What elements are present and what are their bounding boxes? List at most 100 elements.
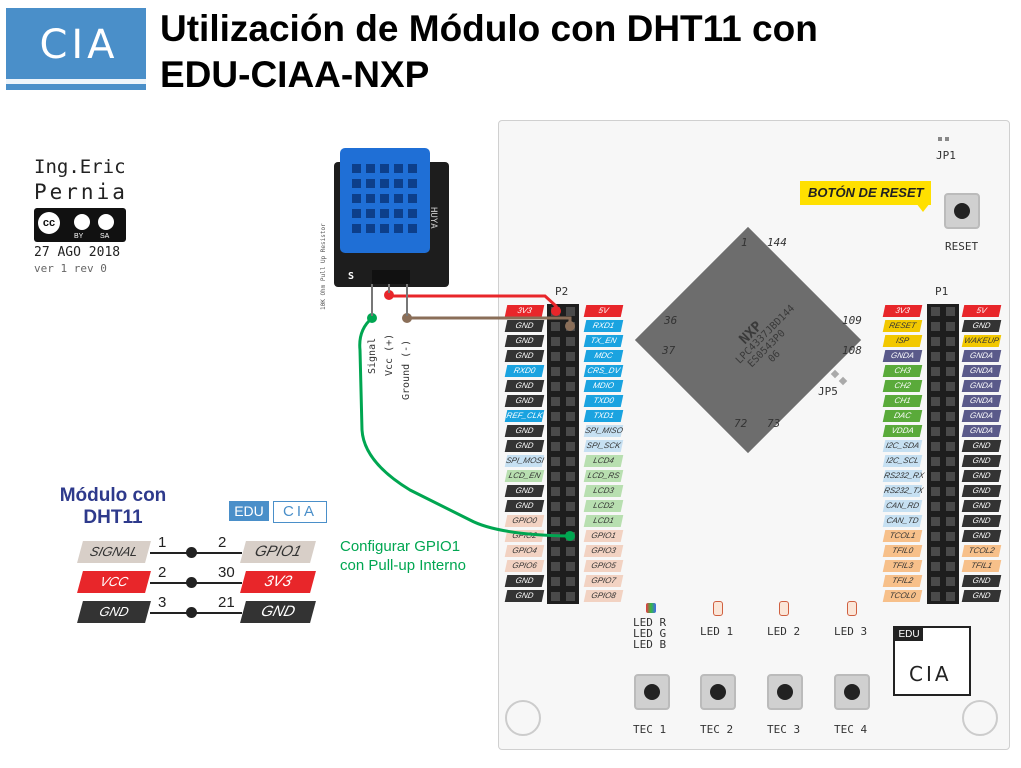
header-hole xyxy=(551,592,560,601)
header-hole xyxy=(946,547,955,556)
vent-slot xyxy=(408,164,417,173)
vent-slot xyxy=(366,164,375,173)
chip-pin-73: 73 xyxy=(767,417,781,430)
header-hole xyxy=(946,472,955,481)
header-hole xyxy=(946,577,955,586)
sensor-s-label: S xyxy=(348,271,355,282)
led-2-label: LED 2 xyxy=(767,625,801,638)
jp1-header xyxy=(938,137,950,143)
tec-2-button[interactable] xyxy=(700,674,736,710)
reset-button[interactable] xyxy=(944,193,980,229)
vent-slot xyxy=(408,179,417,188)
legend-junction-dot xyxy=(186,547,197,558)
cia-logo-text: CIA xyxy=(39,22,119,68)
legend-pin-number-sensor: 3 xyxy=(158,594,167,611)
tec-4-button[interactable] xyxy=(834,674,870,710)
header-hole xyxy=(946,517,955,526)
wire-vcc xyxy=(387,294,558,311)
led-r-label: LED R xyxy=(633,616,667,629)
board-cia-tag: CIA xyxy=(909,662,952,686)
vent-slot xyxy=(352,179,361,188)
header-hole xyxy=(931,457,940,466)
header-hole xyxy=(946,457,955,466)
header-hole xyxy=(551,457,560,466)
vent-slot xyxy=(394,164,403,173)
author-version: ver 1 rev 0 xyxy=(34,262,107,275)
header-hole xyxy=(551,562,560,571)
title-line-2: EDU-CIAA-NXP xyxy=(160,54,430,95)
config-note-line-1: Configurar GPIO1 xyxy=(340,538,461,555)
header-hole xyxy=(931,472,940,481)
header-hole xyxy=(946,307,955,316)
reset-callout-pointer xyxy=(916,203,930,212)
header-hole xyxy=(551,427,560,436)
led-3-label: LED 3 xyxy=(834,625,868,638)
legend-right-tag: GPIO1 xyxy=(240,541,316,563)
header-hole xyxy=(566,487,575,496)
vent-slot xyxy=(394,194,403,203)
header-hole xyxy=(946,322,955,331)
header-hole xyxy=(931,367,940,376)
header-hole xyxy=(946,592,955,601)
legend-left-tag: SIGNAL xyxy=(77,541,151,563)
header-hole xyxy=(946,352,955,361)
header-hole xyxy=(551,367,560,376)
legend-junction-dot xyxy=(186,577,197,588)
header-hole xyxy=(551,472,560,481)
author-prefix: Ing. xyxy=(34,156,80,178)
config-note-line-2: con Pull-up Interno xyxy=(340,557,466,574)
wire-signal-dot-start xyxy=(367,313,377,323)
vent-slot xyxy=(366,224,375,233)
vent-slot xyxy=(380,209,389,218)
wire-signal xyxy=(358,316,571,538)
vent-slot xyxy=(408,224,417,233)
tec-2-label: TEC 2 xyxy=(700,723,734,736)
wire-vcc-dot-end xyxy=(551,306,561,316)
header-hole xyxy=(931,307,940,316)
wire-signal-dot-end xyxy=(565,531,575,541)
wire-gnd-dot-end xyxy=(565,321,575,331)
header-hole xyxy=(931,352,940,361)
author-first-name: Eric xyxy=(79,156,126,178)
header-hole xyxy=(931,532,940,541)
wire-gnd xyxy=(407,316,572,326)
header-hole xyxy=(566,397,575,406)
cia-logo-bar xyxy=(6,79,146,84)
header-hole xyxy=(946,382,955,391)
rgb-led xyxy=(646,603,656,613)
vent-slot xyxy=(408,209,417,218)
header-hole xyxy=(931,517,940,526)
tec-3-button[interactable] xyxy=(767,674,803,710)
tec-1-button[interactable] xyxy=(634,674,670,710)
led-b-label: LED B xyxy=(633,638,667,651)
header-hole xyxy=(931,487,940,496)
legend-right-tag: GND xyxy=(240,601,316,623)
by-icon xyxy=(74,214,90,230)
legend-junction-dot xyxy=(186,607,197,618)
header-hole xyxy=(566,547,575,556)
led-1 xyxy=(713,601,723,616)
chip-pin-108: 108 xyxy=(842,344,862,357)
header-hole xyxy=(946,487,955,496)
header-hole xyxy=(566,307,575,316)
header-hole xyxy=(931,502,940,511)
wire-vcc-dot-start xyxy=(384,290,394,300)
legend-pin-number-sensor: 2 xyxy=(158,564,167,581)
license-sa: SA xyxy=(100,233,110,240)
header-hole xyxy=(931,322,940,331)
header-hole xyxy=(946,412,955,421)
header-hole xyxy=(551,517,560,526)
author-last-name: Pernia xyxy=(34,180,128,204)
legend-title-line-2: DHT11 xyxy=(83,507,143,528)
jp5-label: JP5 xyxy=(818,385,838,398)
header-hole xyxy=(566,337,575,346)
legend-pin-number-board: 2 xyxy=(218,534,227,551)
rgb-led-labels: LED R LED G LED B xyxy=(633,617,666,650)
board-edu-tag: EDU xyxy=(895,628,923,641)
chip-pin-36: 36 xyxy=(664,314,678,327)
legend-right-tag: 3V3 xyxy=(240,571,316,593)
chip-pin-72: 72 xyxy=(734,417,748,430)
header-hole xyxy=(551,502,560,511)
header-hole xyxy=(566,502,575,511)
